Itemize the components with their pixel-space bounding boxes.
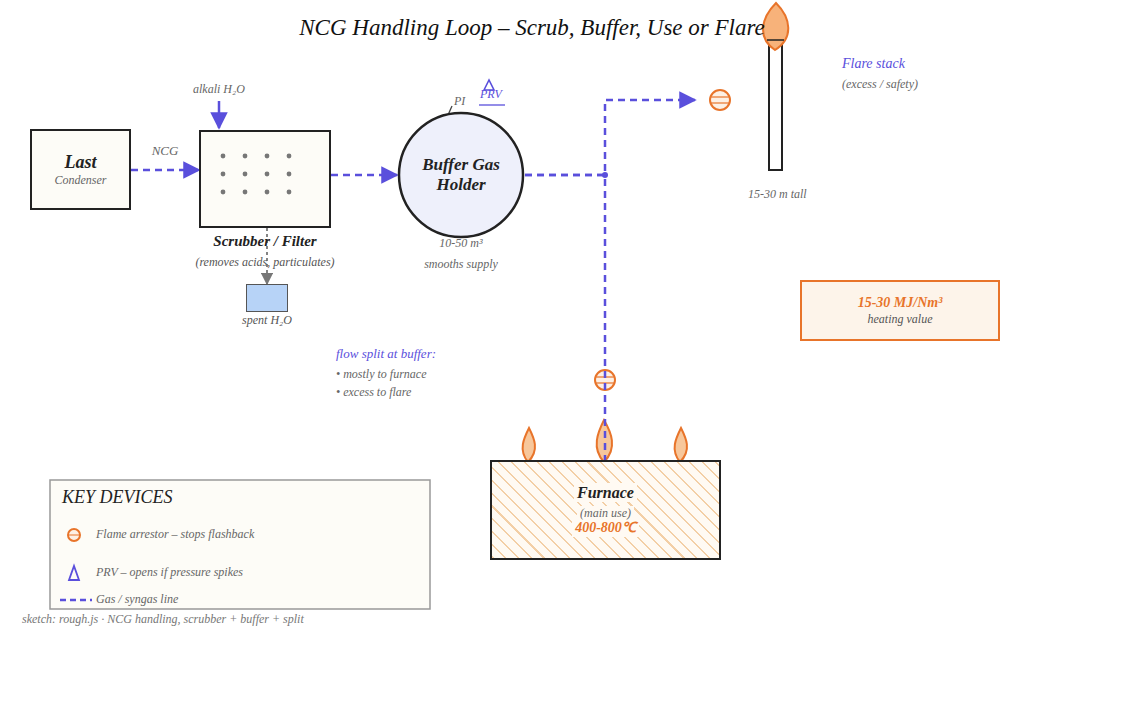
process-box: LastCondenser (30, 129, 131, 210)
legend-text: Gas / syngas line (96, 592, 178, 606)
node-title: 15-30 MJ/Nm³ (858, 295, 943, 312)
node-subtext: (excess / safety) (842, 77, 918, 91)
gas-line (331, 174, 397, 177)
valve-tag: PRV (480, 87, 502, 101)
legend-line-icon (60, 599, 92, 602)
node-title: Furnace (574, 483, 637, 502)
prv-tick (479, 104, 505, 105)
scrubber-box: Scrubber / Filter(removes acids, particu… (199, 130, 331, 280)
split-note: • mostly to furnace (336, 367, 427, 381)
diagram-title: NCG Handling Loop – Scrub, Buffer, Use o… (299, 14, 765, 42)
node-subtext: Condenser (55, 173, 107, 187)
node-title: Last (64, 152, 96, 174)
sketch-caption: sketch: rough.js · NCG handling, scrubbe… (22, 612, 304, 626)
buffer-gas-holder: Buffer Gas Holder (397, 111, 525, 239)
legend-arrestor-icon (68, 529, 80, 541)
node-title: Scrubber / Filter (159, 232, 371, 250)
function-note: smooths supply (424, 257, 498, 271)
furnace-flame (523, 428, 535, 462)
node-outline (199, 130, 331, 228)
node-title: Buffer Gas Holder (413, 155, 509, 194)
node-outline (246, 284, 288, 312)
node-title: Flare stack (842, 56, 905, 73)
split-note-heading: flow split at buffer: (336, 346, 436, 362)
heating-value-box: 15-30 MJ/Nm³heating value (800, 280, 1000, 341)
packing-dots (201, 132, 329, 226)
furnace-flame (675, 428, 687, 462)
gas-line (525, 100, 695, 175)
feed-arrow (218, 101, 221, 128)
spent-water-tank: spent H₂O (225, 284, 309, 330)
legend-prv-icon (69, 566, 79, 580)
gas-line (525, 175, 605, 460)
gas-line (131, 169, 199, 172)
feed-label: alkali H₂O (193, 82, 245, 96)
legend-text: PRV – opens if pressure spikes (96, 565, 243, 579)
node-title: spent H₂O (225, 313, 309, 327)
legend-heading: KEY DEVICES (62, 487, 173, 509)
node-subtext: 400-800℃ (572, 520, 639, 537)
instrument-tag: PI (454, 94, 465, 108)
node-subtext: (removes acids, particulates) (159, 255, 371, 269)
node-subtext: heating value (868, 312, 933, 326)
line-label: NCG (150, 143, 181, 159)
legend-text: Flame arrestor – stops flashback (96, 527, 254, 541)
furnace-box: Furnace (main use)400-800℃ (490, 460, 721, 560)
volume-note: 10-50 m³ (439, 236, 482, 250)
legend-box (50, 480, 430, 609)
node-subtext: (main use) (577, 506, 634, 520)
height-note: 15-30 m tall (748, 187, 807, 201)
split-note: • excess to flare (336, 385, 411, 399)
legend-arrestor-mesh (69, 535, 79, 536)
